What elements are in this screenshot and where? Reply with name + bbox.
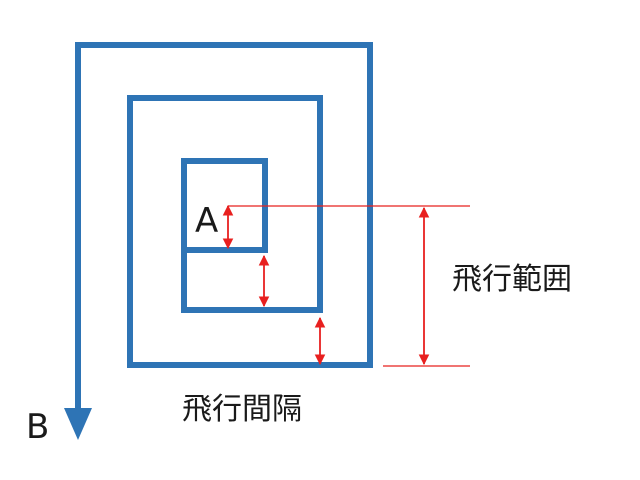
start-point-label: A: [195, 201, 218, 241]
flight-interval-label: 飛行間隔: [182, 392, 302, 427]
flight-path: [75, 42, 373, 410]
end-point-label: B: [26, 407, 49, 447]
flight-range-label: 飛行範囲: [452, 262, 572, 297]
path-arrowhead: [64, 408, 92, 440]
